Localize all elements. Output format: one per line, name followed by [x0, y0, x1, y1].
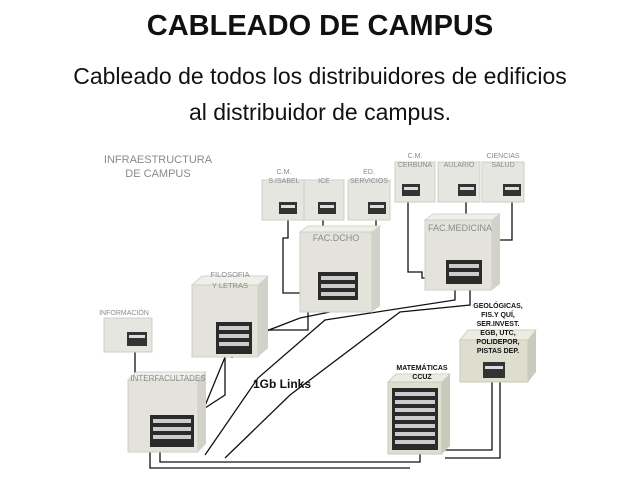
building-geologicas: GEOLÓGICAS, FIS.Y QUÍ, SER.INVEST. EGB, … [458, 301, 538, 383]
building-ciencias-salud: CIENCIAS SALUD [481, 153, 525, 203]
label-geologicas-3: SER.INVEST. [477, 321, 520, 328]
label-ciencias-salud-1: CIENCIAS [486, 153, 519, 160]
label-geologicas-2: FIS.Y QUÍ, [481, 310, 515, 319]
label-cm-isabel-2: S.ISABEL [268, 178, 299, 185]
label-ice: ICE [318, 178, 330, 185]
building-cm-cerbuna: C.M. CERBUNA [394, 153, 436, 203]
label-fac-medicina: FAC.MEDICINA [428, 223, 492, 233]
building-cm-isabel: C.M. S.ISABEL [261, 169, 307, 221]
label-ed-servicios-2: SERVICIOS [350, 178, 388, 185]
label-ciencias-salud-2: SALUD [491, 162, 514, 169]
label-matematicas-1: MATEMÁTICAS [396, 363, 448, 372]
label-ed-servicios-1: ED. [363, 169, 375, 176]
label-fac-dcho: FAC.DCHO [313, 233, 360, 243]
link-label: 1Gb Links [253, 377, 311, 391]
label-geologicas-6: PISTAS DEP. [477, 348, 519, 355]
label-interfacultades: INTERFACULTADES [130, 374, 205, 383]
slide-subtitle: Cableado de todos los distribuidores de … [0, 58, 640, 130]
slide-title: CABLEADO DE CAMPUS [146, 10, 494, 42]
label-cm-cerbuna-2: CERBUNA [398, 162, 433, 169]
building-matematicas: MATEMÁTICAS CCUZ [386, 363, 452, 455]
cable-medicina-1 [204, 285, 456, 456]
label-informacion: INFORMACIÓN [99, 308, 149, 317]
label-filosofia-2: Y LETRAS [212, 281, 248, 290]
cable-medicina-2 [224, 285, 471, 459]
label-aulario: AULARIO [444, 162, 475, 169]
label-cm-isabel-1: C.M. [277, 169, 292, 176]
label-filosofia-1: FILOSOFIA [210, 270, 249, 279]
building-ed-servicios: ED. SERVICIOS [347, 169, 391, 221]
cable-geologicas [440, 380, 493, 451]
label-matematicas-2: CCUZ [412, 374, 432, 381]
cable-geologicas-2 [445, 380, 501, 459]
label-geologicas-5: POLIDEPOR, [476, 339, 519, 346]
diagram-heading-line-2: DE CAMPUS [125, 168, 190, 180]
label-geologicas-1: GEOLÓGICAS, [473, 301, 522, 310]
building-fac-medicina: FAC.MEDICINA [423, 213, 502, 291]
building-informacion: INFORMACIÓN [99, 308, 153, 353]
building-ice: ICE [303, 178, 345, 221]
building-filosofia: FILOSOFIA Y LETRAS [190, 270, 270, 358]
diagram-heading-line-1: INFRAESTRUCTURA [104, 154, 213, 166]
building-interfacultades: INTERFACULTADES [126, 371, 208, 453]
cable-isabel [282, 216, 325, 294]
subtitle-line-1: Cableado de todos los distribuidores de … [73, 63, 567, 89]
label-geologicas-4: EGB, UTC, [480, 330, 515, 337]
building-fac-dcho: FAC.DCHO [298, 225, 382, 313]
cable-interfac-bottom [159, 445, 421, 463]
building-aulario: AULARIO [437, 161, 481, 203]
label-cm-cerbuna-1: C.M. [408, 153, 423, 160]
cable-interfac-bottom-2 [149, 445, 410, 469]
subtitle-line-2: al distribuidor de campus. [188, 99, 452, 125]
